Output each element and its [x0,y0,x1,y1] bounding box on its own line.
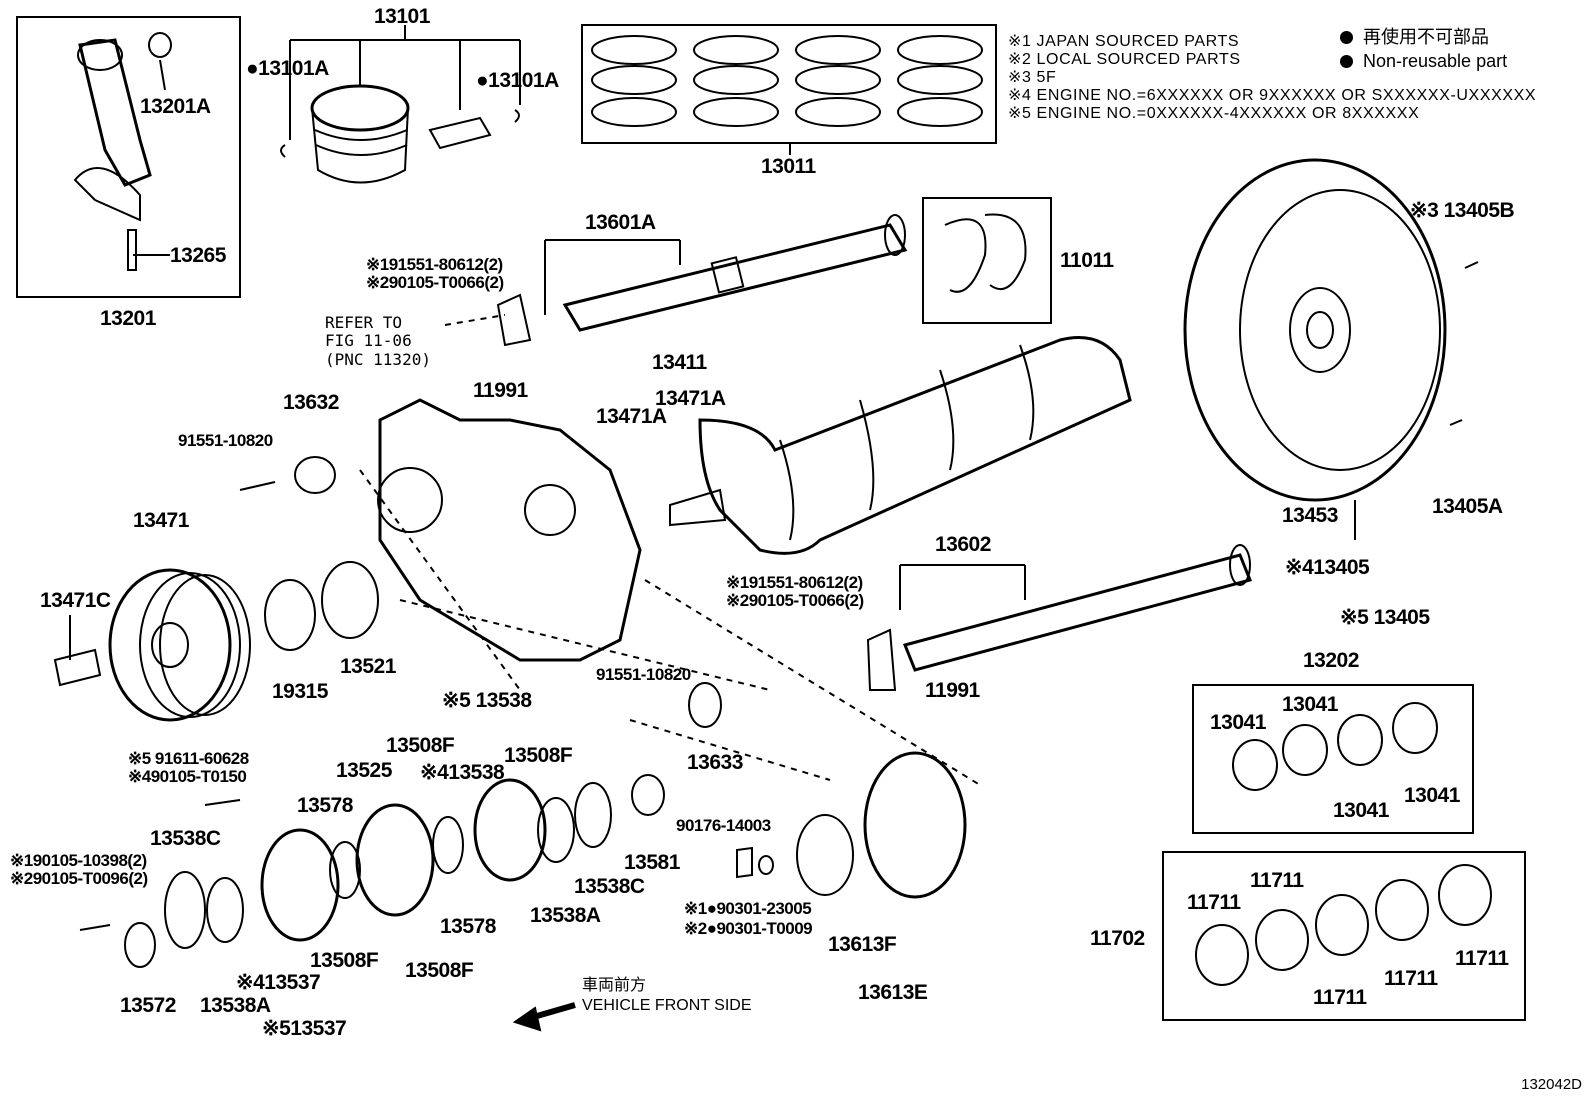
label-13538-engine4[interactable]: ※413538 [420,761,505,784]
label-13521[interactable]: 13521 [340,655,396,678]
timing-gears [239,456,379,651]
legend-dot-icon [1340,31,1353,44]
flywheel [1183,158,1479,540]
label-13602[interactable]: 13602 [935,533,991,556]
balance-shaft-upper [444,214,908,347]
label-13538a-b[interactable]: 13538A [200,994,271,1017]
legend-jp: 再使用不可部品 [1340,28,1489,46]
label-13538c-b[interactable]: 13538C [574,875,645,898]
label-13601a[interactable]: 13601A [585,211,656,234]
label-11011[interactable]: 11011 [1060,249,1114,272]
legend-dot-icon [1340,55,1353,68]
label-13405-engine5[interactable]: ※5 13405 [1340,606,1430,629]
label-91551-10820-upper[interactable]: 91551-10820 [178,431,273,450]
conrod-bearing-box [1192,684,1474,834]
label-90105-t0150[interactable]: ※490105-T0150 [128,767,247,786]
label-11702[interactable]: 11702 [1090,927,1145,950]
piston-group [280,25,521,184]
label-13508f-c[interactable]: 13508F [310,949,379,972]
label-13411[interactable]: 13411 [652,351,707,374]
label-13201a[interactable]: 13201A [140,95,211,118]
note-1: ※1 JAPAN SOURCED PARTS [1008,33,1240,50]
balance-shaft-lower [866,544,1253,691]
label-13101a-left[interactable]: ●13101A [246,57,329,80]
piston-rings-group [581,24,997,155]
label-91551-80612-upper[interactable]: ※191551-80612(2) [366,255,503,274]
label-13581[interactable]: 13581 [624,851,680,874]
label-13632[interactable]: 13632 [283,391,339,414]
label-11711-c[interactable]: 11711 [1455,947,1509,970]
note-2: ※2 LOCAL SOURCED PARTS [1008,51,1241,68]
label-13572[interactable]: 13572 [120,994,176,1017]
label-13508f-d[interactable]: 13508F [405,959,474,982]
label-13538a-a[interactable]: 13538A [530,904,601,927]
label-13041-a[interactable]: 13041 [1282,693,1338,716]
label-11991-upper[interactable]: 11991 [473,379,528,402]
label-13613f[interactable]: 13613F [828,933,897,956]
label-90105-t0096[interactable]: ※290105-T0096(2) [10,869,148,888]
note-5: ※5 ENGINE NO.=0XXXXXX-4XXXXXX OR 8XXXXXX [1008,105,1420,122]
label-19315[interactable]: 19315 [272,680,328,703]
label-13041-b[interactable]: 13041 [1210,711,1266,734]
label-13538c-a[interactable]: 13538C [150,827,221,850]
label-91551-10820-lower[interactable]: 91551-10820 [596,665,691,684]
label-90301-t0009[interactable]: ※2●90301-T0009 [684,919,813,938]
label-13101a-right[interactable]: ●13101A [476,69,559,92]
label-13508f-a[interactable]: 13508F [386,734,455,757]
label-13471a-right[interactable]: 13471A [655,387,726,410]
label-11711-d[interactable]: 11711 [1384,967,1438,990]
label-13537-engine4[interactable]: ※413537 [236,971,321,994]
label-13453[interactable]: 13453 [1282,504,1338,527]
label-91551-80612-lower[interactable]: ※191551-80612(2) [726,573,863,592]
label-13041-d[interactable]: 13041 [1333,799,1389,822]
label-11991-lower[interactable]: 11991 [925,679,980,702]
label-11711-a[interactable]: 11711 [1250,869,1304,892]
main-bearing-box [1162,851,1526,1021]
label-13041-c[interactable]: 13041 [1404,784,1460,807]
label-90301-23005[interactable]: ※1●90301-23005 [684,899,812,918]
label-13537-engine5[interactable]: ※513537 [262,1017,347,1040]
crankshaft [669,336,1132,555]
legend-en: Non-reusable part [1340,52,1507,70]
crank-pulley [53,568,251,722]
label-11711-b[interactable]: 11711 [1187,891,1241,914]
label-13525[interactable]: 13525 [336,759,392,782]
label-90105-t0066-lower[interactable]: ※290105-T0066(2) [726,591,864,610]
label-90105-10398[interactable]: ※190105-10398(2) [10,851,147,870]
label-13405a[interactable]: 13405A [1432,495,1503,518]
timing-cover [359,398,642,691]
vehicle-front-arrow [512,1002,576,1032]
front-parts [79,579,981,968]
label-13011[interactable]: 13011 [761,155,816,178]
label-13538-engine5[interactable]: ※5 13538 [442,689,532,712]
label-11711-e[interactable]: 11711 [1313,986,1367,1009]
label-90176-14003[interactable]: 90176-14003 [676,816,771,835]
connecting-rod-group [16,16,241,298]
label-13578-b[interactable]: 13578 [440,915,496,938]
label-13471a-left[interactable]: 13471A [596,405,667,428]
label-13405-engine4[interactable]: ※413405 [1285,556,1370,579]
note-4: ※4 ENGINE NO.=6XXXXXX OR 9XXXXXX OR SXXX… [1008,87,1537,104]
label-13405b[interactable]: ※3 13405B [1410,199,1515,222]
label-13471c[interactable]: 13471C [40,589,111,612]
label-91611-60628[interactable]: ※5 91611-60628 [128,749,249,768]
label-13202[interactable]: 13202 [1303,649,1359,672]
thrust-washer-group [922,197,1052,324]
label-13265[interactable]: 13265 [170,244,226,267]
label-13101[interactable]: 13101 [374,5,430,28]
diagram-code: 132042D [1521,1076,1582,1093]
label-13578-a[interactable]: 13578 [297,794,353,817]
label-13508f-b[interactable]: 13508F [504,744,573,767]
label-90105-t0066-upper[interactable]: ※290105-T0066(2) [366,273,504,292]
note-3: ※3 5F [1008,69,1057,86]
label-13471[interactable]: 13471 [133,509,189,532]
label-13201[interactable]: 13201 [100,307,156,330]
label-13633[interactable]: 13633 [687,751,743,774]
label-13613e[interactable]: 13613E [858,981,928,1004]
